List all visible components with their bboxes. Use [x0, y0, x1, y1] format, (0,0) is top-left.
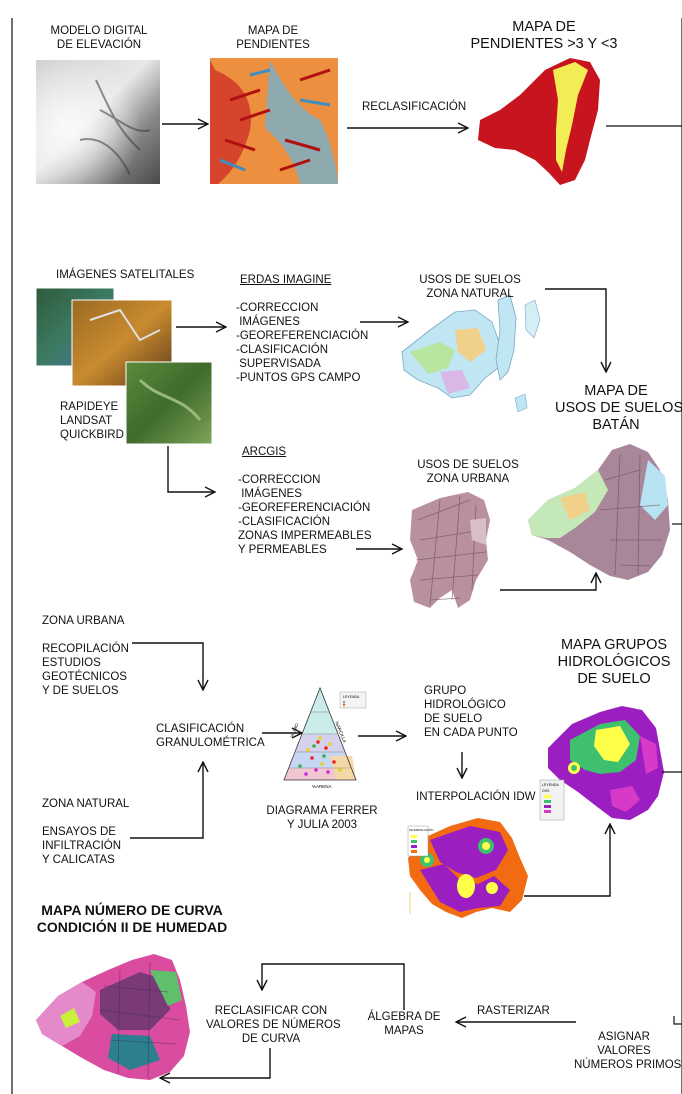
arrow-idw-hydro	[524, 824, 610, 897]
idw-label: INTERPOLACIÓN IDW	[416, 791, 536, 803]
slope-map-image	[210, 58, 338, 184]
arcgis-steps: -CORRECCION IMÁGENES -GEOREFERENCIACIÓN …	[238, 474, 372, 556]
hydro-groups-map: LEYENDA GHS	[539, 706, 664, 821]
arcgis-title: ARCGIS	[242, 446, 287, 458]
dem-image	[36, 60, 160, 184]
merged-landuse-map	[528, 444, 670, 580]
arrow-urban-granulo	[132, 642, 203, 690]
hydro-legend-subtitle: GHS	[542, 789, 550, 793]
natural-zone-label: ZONA NATURAL	[42, 798, 130, 810]
hydro-map-title: MAPA GRUPOS HIDROLÓGICOS DE SUELO	[557, 637, 671, 687]
idw-legend-title: INTERPOLACIÓN	[409, 827, 434, 832]
assign-primes-label: ASIGNAR VALORES NÚMEROS PRIMOS	[574, 1031, 682, 1071]
natural-landuse-map	[401, 294, 541, 413]
cn-map-title: MAPA NÚMERO DE CURVA CONDICIÓN II DE HUM…	[36, 902, 228, 935]
arrow-urban-merged	[500, 573, 596, 591]
ternary-axis-left: %LIMO	[289, 722, 299, 738]
reclass-label: RECLASIFICACIÓN	[362, 101, 467, 113]
arrow-algebra-reclass	[262, 963, 405, 1010]
ternary-axis-bottom: %ARENA	[312, 784, 332, 789]
erdas-steps: -CORRECCION IMÁGENES -GEOREFERENCIACIÓN …	[236, 302, 369, 384]
urban-landuse-title: USOS DE SUELOS ZONA URBANA	[417, 459, 519, 485]
urban-landuse-map	[410, 492, 490, 608]
sensors-list: RAPIDEYE LANDSAT QUICKBIRD	[60, 401, 124, 441]
urban-compile-label: RECOPILACIÓN ESTUDIOS GEOTÉCNICOS Y DE S…	[42, 643, 129, 697]
arrow-right-assign	[673, 1016, 682, 1025]
granulo-label: CLASIFICACIÓN GRANULOMÉTRICA	[156, 723, 265, 749]
landuse-map-title: MAPA DE USOS DE SUELOS BATÁN	[555, 383, 682, 433]
slope-reclass-map	[478, 58, 600, 185]
algebra-label: ÁLGEBRA DE MAPAS	[367, 1011, 441, 1037]
satellite-title: IMÁGENES SATELITALES	[56, 269, 195, 281]
rasterize-label: RASTERIZAR	[477, 1005, 550, 1017]
slope-map-title: MAPA DE PENDIENTES	[236, 25, 310, 51]
arrow-reclass-cnmap	[160, 1048, 271, 1078]
ternary-legend-title: LEYENDA	[343, 695, 360, 699]
hydro-legend-title: LEYENDA	[542, 783, 559, 787]
hydro-group-point-label: GRUPO HIDROLÓGICO DE SUELO EN CADA PUNTO	[424, 685, 518, 739]
reclass-cn-label: RECLASIFICAR CON VALORES DE NÚMEROS DE C…	[206, 1005, 341, 1045]
natural-tests-label: ENSAYOS DE INFILTRACIÓN Y CALICATAS	[42, 826, 122, 866]
arrow-natural-landuse	[545, 288, 606, 372]
erdas-title: ERDAS IMAGINE	[240, 274, 332, 286]
arrow-natural-granulo	[130, 762, 203, 839]
arrow-sat-arcgis	[167, 446, 215, 492]
satellite-images	[35, 287, 213, 445]
urban-zone-label: ZONA URBANA	[42, 615, 125, 627]
idw-map: INTERPOLACIÓN	[407, 818, 528, 918]
ternary-diagram: LEYENDA %LIMO %ARCILLA %ARENA	[283, 686, 367, 789]
curve-number-map	[36, 954, 190, 1080]
ternary-caption: DIAGRAMA FERRER Y JULIA 2003	[266, 805, 378, 831]
dem-title: MODELO DIGITAL DE ELEVACIÓN	[50, 25, 148, 51]
natural-landuse-title: USOS DE SUELOS ZONA NATURAL	[419, 274, 521, 300]
slope-reclass-title: MAPA DE PENDIENTES >3 Y <3	[470, 19, 618, 52]
